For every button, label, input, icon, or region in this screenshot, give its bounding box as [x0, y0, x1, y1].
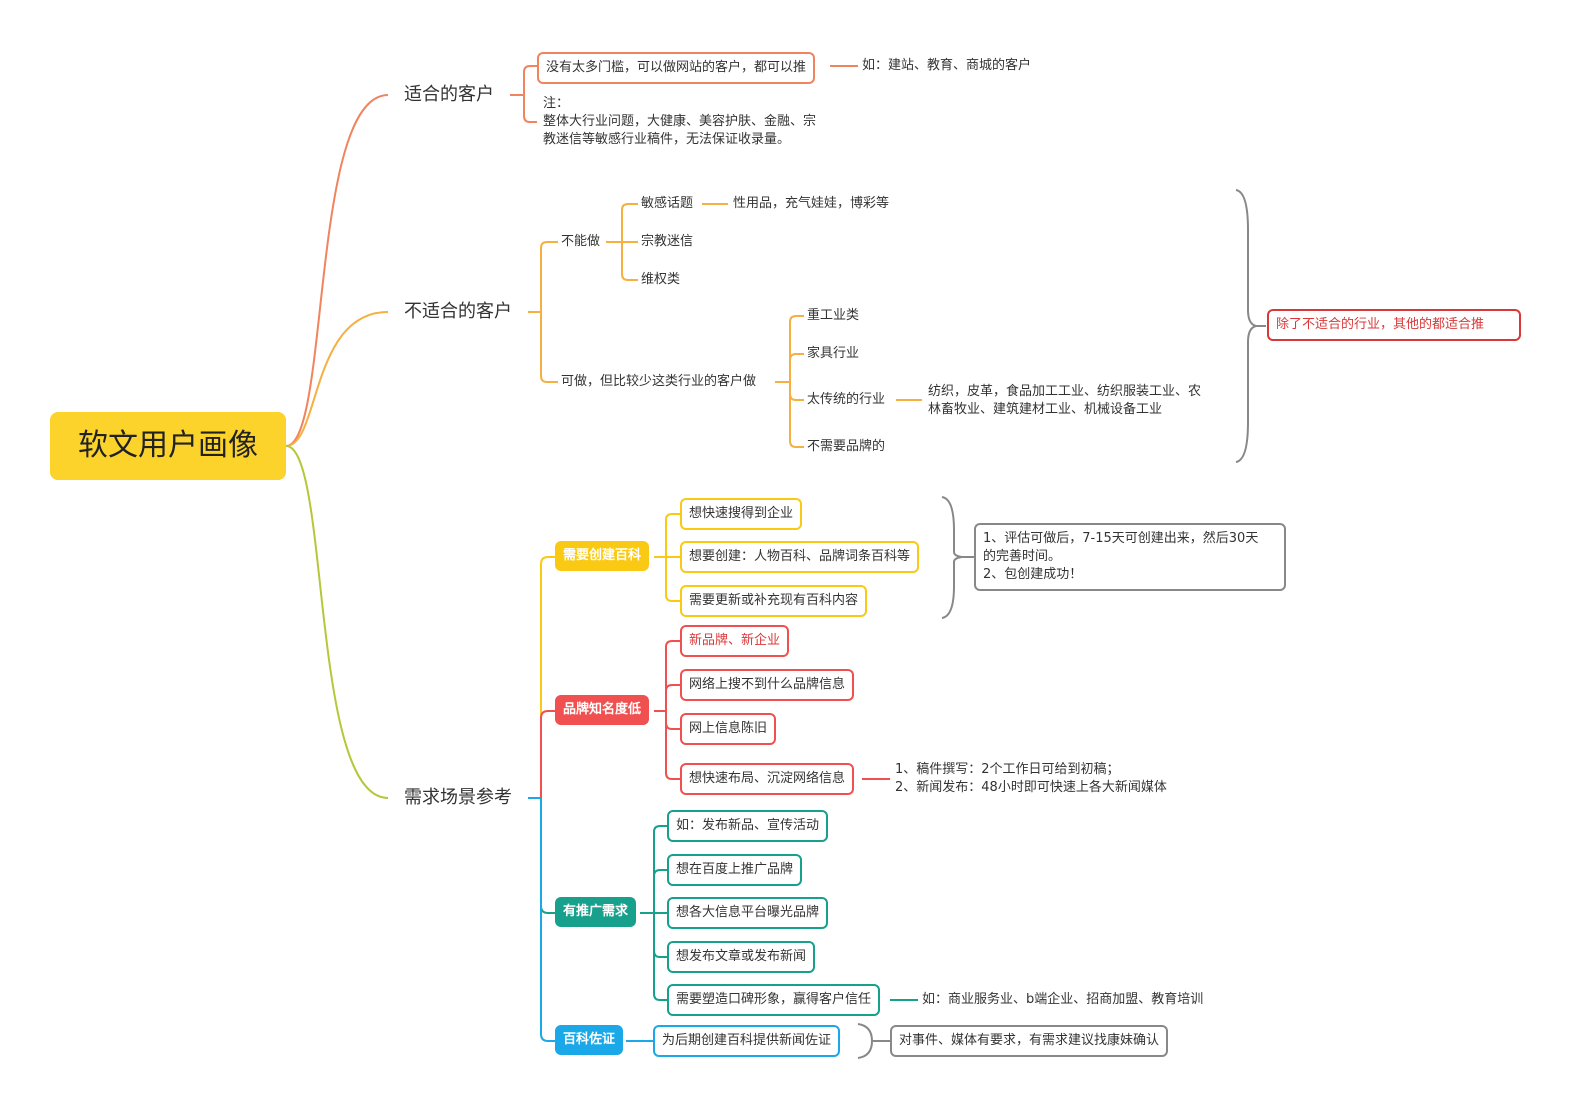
- promo-item-reputation[interactable]: 需要塑造口碑形象，赢得客户信任: [667, 984, 881, 1016]
- branch-unsuitable-customers[interactable]: 不适合的客户: [402, 301, 514, 323]
- can-item-heavy-industry[interactable]: 重工业类: [805, 307, 862, 325]
- demand-low-brand-awareness[interactable]: 品牌知名度低: [555, 695, 650, 725]
- brand-item-outdated[interactable]: 网上信息陈旧: [680, 713, 777, 745]
- brand-item-not-found[interactable]: 网络上搜不到什么品牌信息: [680, 669, 855, 701]
- branch-suitable-customers[interactable]: 适合的客户: [402, 84, 496, 106]
- brand-note[interactable]: 1、稿件撰写：2个工作日可给到初稿； 2、新闻发布：48小时即可快速上各大新闻媒…: [893, 761, 1169, 797]
- baike-item-searchable[interactable]: 想快速搜得到企业: [680, 498, 803, 530]
- demand-baike-proof[interactable]: 百科佐证: [555, 1025, 624, 1055]
- brand-item-new[interactable]: 新品牌、新企业: [680, 625, 790, 657]
- can-item-traditional[interactable]: 太传统的行业: [805, 391, 888, 409]
- can-item-furniture[interactable]: 家具行业: [805, 345, 862, 363]
- unsuitable-can-do-rarely[interactable]: 可做，但比较少这类行业的客户做: [559, 373, 759, 391]
- promo-item-articles[interactable]: 想发布文章或发布新闻: [667, 941, 816, 973]
- demand-promotion[interactable]: 有推广需求: [555, 897, 637, 927]
- promo-note[interactable]: 如：商业服务业、b端企业、招商加盟、教育培训: [920, 991, 1206, 1009]
- proof-item-news[interactable]: 为后期创建百科提供新闻佐证: [653, 1025, 841, 1057]
- suitable-note[interactable]: 注： 整体大行业问题，大健康、美容护肤、金融、宗 教迷信等敏感行业稿件，无法保证…: [541, 95, 819, 149]
- sensitive-detail[interactable]: 性用品，充气娃娃，博彩等: [731, 195, 892, 213]
- traditional-detail[interactable]: 纺织，皮革，食品加工工业、纺织服装工业、农 林畜牧业、建筑建材工业、机械设备工业: [926, 383, 1204, 419]
- unsuitable-summary[interactable]: 除了不适合的行业，其他的都适合推: [1267, 309, 1521, 341]
- branch-demand-scenarios[interactable]: 需求场景参考: [402, 787, 514, 809]
- cannot-item-religion[interactable]: 宗教迷信: [639, 233, 696, 251]
- cannot-item-sensitive[interactable]: 敏感话题: [639, 195, 696, 213]
- baike-item-create[interactable]: 想要创建：人物百科、品牌词条百科等: [680, 541, 920, 573]
- brand-item-quick-layout[interactable]: 想快速布局、沉淀网络信息: [680, 763, 855, 795]
- can-item-no-brand[interactable]: 不需要品牌的: [805, 438, 888, 456]
- root-topic[interactable]: 软文用户画像: [50, 412, 286, 480]
- promo-item-baidu[interactable]: 想在百度上推广品牌: [667, 854, 803, 886]
- suitable-item-no-threshold[interactable]: 没有太多门槛，可以做网站的客户，都可以推: [537, 52, 816, 84]
- proof-note[interactable]: 对事件、媒体有要求，有需求建议找康妹确认: [890, 1025, 1169, 1057]
- baike-note[interactable]: 1、评估可做后，7-15天可创建出来，然后30天 的完善时间。 2、包创建成功！: [974, 523, 1286, 591]
- baike-item-update[interactable]: 需要更新或补充现有百科内容: [680, 585, 868, 617]
- unsuitable-cannot-do[interactable]: 不能做: [559, 233, 603, 251]
- demand-create-baike[interactable]: 需要创建百科: [555, 541, 650, 571]
- suitable-item-example[interactable]: 如：建站、教育、商城的客户: [860, 57, 1034, 75]
- promo-item-platforms[interactable]: 想各大信息平台曝光品牌: [667, 897, 829, 929]
- cannot-item-rights[interactable]: 维权类: [639, 271, 683, 289]
- promo-item-launch[interactable]: 如：发布新品、宣传活动: [667, 810, 829, 842]
